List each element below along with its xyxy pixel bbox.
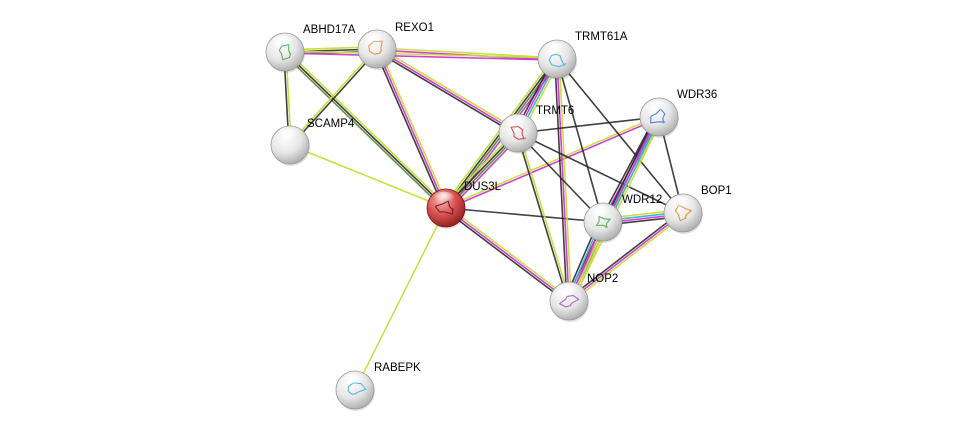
edge-line-coexpression xyxy=(556,58,604,223)
edge-dus3l-rabepk[interactable] xyxy=(354,207,447,391)
edge-line-textmining xyxy=(377,47,558,59)
edge-line-textmining xyxy=(377,46,520,132)
node-highlight xyxy=(432,191,456,207)
edge-line-experiments xyxy=(376,48,447,209)
edge-line-coexpression xyxy=(284,51,447,209)
edge-line-experiments xyxy=(445,207,570,302)
edge-dus3l-wdr36[interactable] xyxy=(445,115,660,210)
edge-line-experiments xyxy=(446,117,660,210)
node-wdr12[interactable]: WDR12 xyxy=(583,194,662,243)
node-highlight xyxy=(341,373,365,389)
edge-abhd17a-dus3l[interactable] xyxy=(282,49,449,211)
edge-line-coexpression xyxy=(290,49,379,147)
edge-line-textmining xyxy=(446,205,571,300)
edge-trmt6-bop1[interactable] xyxy=(517,132,684,214)
edge-line-textmining xyxy=(569,214,685,304)
node-highlight xyxy=(669,196,693,212)
node-highlight xyxy=(504,116,528,132)
edge-line-coexpression xyxy=(554,59,568,302)
node-highlight xyxy=(276,128,300,144)
edge-line-textmining xyxy=(289,144,447,209)
node-label: DUS3L xyxy=(464,181,502,193)
edge-scamp4-dus3l[interactable] xyxy=(289,144,447,209)
node-highlight xyxy=(363,32,387,48)
edge-rexo1-trmt6[interactable] xyxy=(375,46,520,136)
edge-line-coexpression xyxy=(556,58,684,214)
node-trmt61a[interactable]: TRMT61A xyxy=(537,31,628,80)
node-highlight xyxy=(589,205,613,221)
edge-line-experiments xyxy=(376,48,519,134)
edge-line-coexpression xyxy=(517,132,684,214)
node-highlight xyxy=(555,284,579,300)
node-nop2[interactable]: NOP2 xyxy=(549,273,618,322)
node-rexo1[interactable]: REXO1 xyxy=(357,22,434,70)
node-dus3l[interactable]: DUS3L xyxy=(426,181,502,229)
edge-line-textmining xyxy=(285,49,449,207)
edge-abhd17a-trmt61a[interactable] xyxy=(284,50,558,61)
edge-dus3l-nop2[interactable] xyxy=(444,205,571,304)
edge-line-experiments xyxy=(284,52,557,61)
edge-line-coexpression xyxy=(375,50,518,136)
node-trmt6[interactable]: TRMT6 xyxy=(498,105,574,154)
edge-line-coexpression xyxy=(516,133,569,302)
edge-line-coexpression xyxy=(445,207,604,223)
node-label: WDR36 xyxy=(677,89,717,101)
edge-line-coexpression xyxy=(374,49,445,210)
node-label: NOP2 xyxy=(587,273,618,285)
node-rabepk[interactable]: RABEPK xyxy=(335,362,421,411)
edge-line-textmining xyxy=(518,132,571,301)
edge-trmt6-wdr36[interactable] xyxy=(517,116,660,134)
node-scamp4[interactable]: SCAMP4 xyxy=(270,118,355,166)
edge-layer xyxy=(282,46,685,391)
edge-trmt6-wdr12[interactable] xyxy=(517,132,604,223)
edge-trmt6-nop2[interactable] xyxy=(516,132,571,302)
edge-trmt61a-wdr12[interactable] xyxy=(556,58,604,223)
edge-line-coexpression xyxy=(567,210,683,300)
edge-line-textmining xyxy=(558,58,572,301)
edge-line-textmining xyxy=(378,47,449,208)
edge-line-coexpression xyxy=(444,209,569,304)
edge-dus3l-wdr12[interactable] xyxy=(445,207,604,223)
node-highlight xyxy=(271,35,295,51)
node-label: TRMT61A xyxy=(575,31,628,43)
edge-line-textmining xyxy=(288,47,377,145)
node-highlight xyxy=(645,100,669,116)
edge-line-textmining xyxy=(445,115,659,208)
edge-line-textmining xyxy=(354,207,447,391)
edge-rexo1-dus3l[interactable] xyxy=(374,47,449,210)
edge-line-experiments xyxy=(568,212,684,302)
edge-line-coexpression xyxy=(517,116,660,134)
edge-line-neighborhood xyxy=(282,53,446,211)
node-label: REXO1 xyxy=(395,22,434,34)
edge-bop1-nop2[interactable] xyxy=(567,210,685,304)
node-label: BOP1 xyxy=(701,185,732,197)
edge-rexo1-scamp4[interactable] xyxy=(288,47,379,147)
node-bop1[interactable]: BOP1 xyxy=(663,185,732,234)
edge-line-textmining xyxy=(285,50,558,59)
node-wdr36[interactable]: WDR36 xyxy=(639,89,717,138)
edge-line-coexpression xyxy=(517,132,604,223)
node-label: RABEPK xyxy=(374,362,421,374)
node-label: ABHD17A xyxy=(303,24,356,36)
node-label: TRMT6 xyxy=(536,105,574,117)
node-highlight xyxy=(543,42,567,58)
node-label: SCAMP4 xyxy=(307,118,355,130)
node-label: WDR12 xyxy=(622,194,662,206)
edge-trmt61a-bop1[interactable] xyxy=(556,58,684,214)
node-abhd17a[interactable]: ABHD17A xyxy=(265,24,356,73)
